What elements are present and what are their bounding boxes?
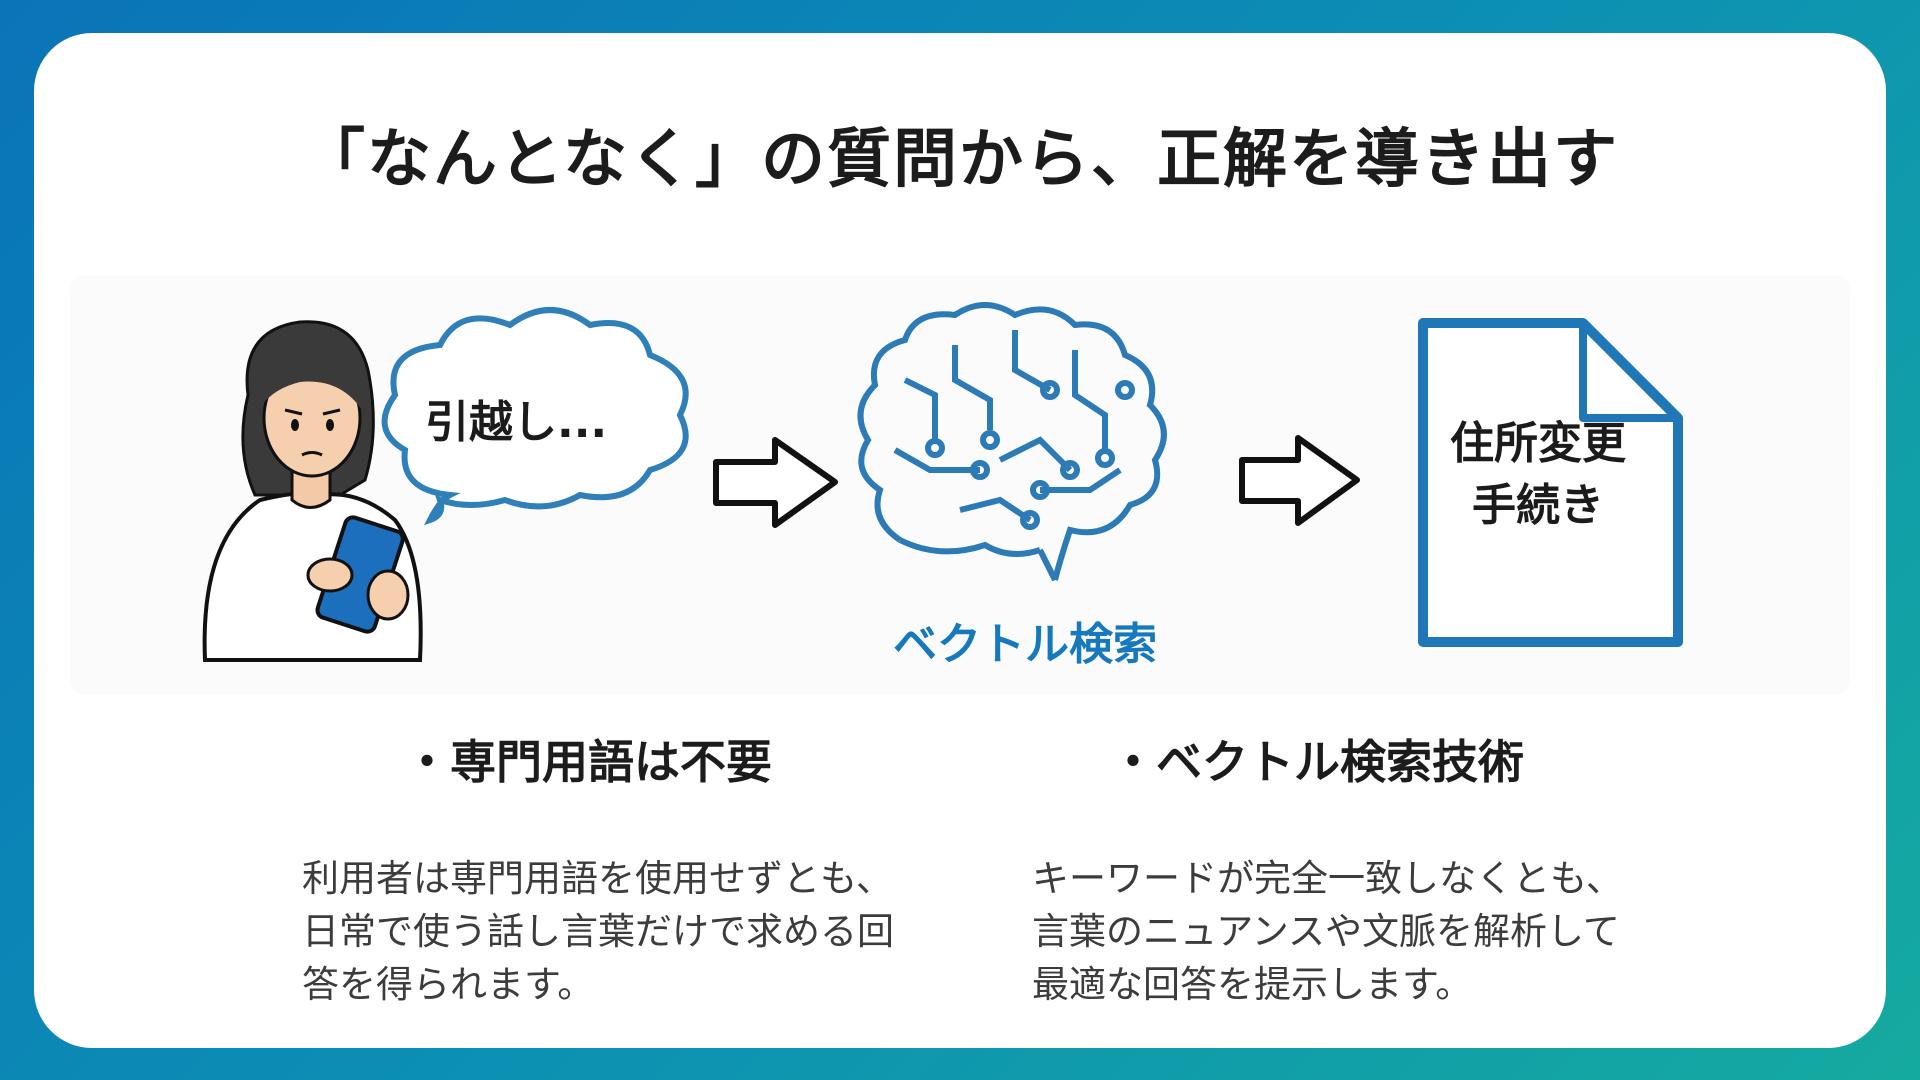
speech-bubble-text: 引越し... bbox=[425, 397, 608, 448]
feature-line: キーワードが完全一致しなくとも、 bbox=[1032, 857, 1623, 900]
speech-bubble-icon bbox=[381, 307, 689, 526]
feature-line: 日常で使う話し言葉だけで求める回 bbox=[302, 910, 894, 953]
feature-description: 利用者は専門用語を使用せずとも、 日常で使う話し言葉だけで求める回 答を得られま… bbox=[302, 852, 894, 1011]
arrow-right-icon bbox=[713, 437, 838, 528]
feature-line: 最適な回答を提示します。 bbox=[1032, 963, 1473, 1006]
arrow-right-icon bbox=[1239, 435, 1360, 526]
feature-description: キーワードが完全一致しなくとも、 言葉のニュアンスや文脈を解析して 最適な回答を… bbox=[1032, 852, 1623, 1011]
feature-heading: ・専門用語は不要 bbox=[404, 735, 772, 789]
feature-line: 答を得られます。 bbox=[302, 963, 595, 1006]
document-text: 住所変更 手続き bbox=[1418, 413, 1658, 537]
document-line: 手続き bbox=[1472, 480, 1604, 531]
feature-heading: ・ベクトル検索技術 bbox=[1110, 735, 1524, 789]
person-with-tablet-icon bbox=[202, 320, 423, 662]
brain-label: ベクトル検索 bbox=[893, 619, 1157, 670]
page-title: 「なんとなく」の質問から、正解を導き出す bbox=[300, 123, 1620, 197]
document-line: 住所変更 bbox=[1450, 418, 1626, 469]
feature-vector-search: ・ベクトル検索技術 キーワードが完全一致しなくとも、 言葉のニュアンスや文脈を解… bbox=[1032, 726, 1623, 1011]
feature-line: 利用者は専門用語を使用せずとも、 bbox=[302, 857, 893, 900]
brain-circuit-icon bbox=[857, 302, 1167, 582]
feature-line: 言葉のニュアンスや文脈を解析して bbox=[1032, 910, 1620, 953]
feature-no-jargon: ・専門用語は不要 利用者は専門用語を使用せずとも、 日常で使う話し言葉だけで求め… bbox=[302, 726, 894, 1011]
document-icon bbox=[1418, 318, 1683, 647]
illustration-panel bbox=[70, 275, 1850, 695]
